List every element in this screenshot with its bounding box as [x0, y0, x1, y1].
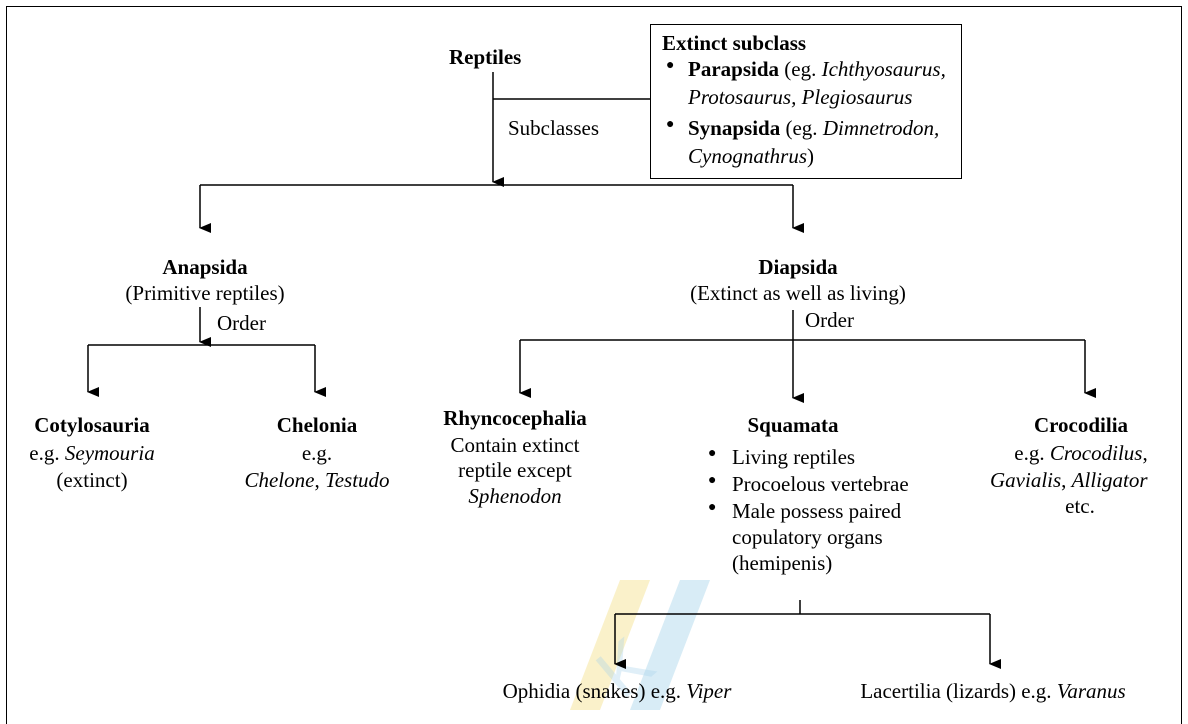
crocodilia-examples-1: e.g. Crocodilus, [1014, 441, 1148, 465]
cotylosauria-example: e.g. Seymouria [29, 441, 155, 465]
bullet-icon: ● [666, 58, 675, 73]
cotylosauria-node: Cotylosauria [34, 413, 150, 437]
rhyncocephalia-example: Sphenodon [468, 484, 562, 508]
bullet-icon: ● [708, 500, 717, 515]
squamata-point-3-cont: copulatory organs [732, 525, 883, 549]
ophidia-node: Ophidia (snakes) e.g. Viper [502, 679, 732, 703]
anapsida-description: (Primitive reptiles) [125, 281, 285, 305]
subclasses-label: Subclasses [508, 116, 599, 140]
crocodilia-examples-2: Gavialis, Alligator [990, 468, 1148, 492]
squamata-point-1: Living reptiles [732, 445, 856, 469]
extinct-item-synapsida: Synapsida (eg. Dimnetrodon, [688, 116, 940, 140]
rhyncocephalia-line-1: Contain extinct [450, 433, 580, 457]
root-node-reptiles: Reptiles [449, 45, 522, 69]
squamata-point-3-cont-2: (hemipenis) [732, 551, 833, 575]
cotylosauria-note: (extinct) [56, 468, 128, 492]
crocodilia-node: Crocodilia [1033, 413, 1129, 437]
anapsida-node: Anapsida [162, 255, 248, 279]
squamata-point-2: Procoelous vertebrae [732, 472, 909, 496]
extinct-item-parapsida: Parapsida (eg. Ichthyosaurus, [688, 57, 946, 81]
chelonia-eg: e.g. [301, 441, 333, 465]
rhyncocephalia-node: Rhyncocephalia [443, 406, 587, 430]
chelonia-node: Chelonia [276, 413, 358, 437]
extinct-item-parapsida-examples: Protosaurus, Plegiosaurus [688, 85, 913, 109]
extinct-box-title: Extinct subclass [662, 31, 807, 55]
diapsida-description: (Extinct as well as living) [690, 281, 906, 305]
anapsida-order-label: Order [217, 311, 266, 335]
extinct-subclass-box [650, 24, 962, 179]
lacertilia-node: Lacertilia (lizards) e.g. Varanus [860, 679, 1126, 703]
extinct-item-synapsida-examples: Cynognathrus) [688, 144, 815, 168]
diapsida-node: Diapsida [758, 255, 838, 279]
chelonia-examples: Chelone, Testudo [244, 468, 390, 492]
diapsida-order-label: Order [805, 308, 854, 332]
squamata-node: Squamata [747, 413, 839, 437]
squamata-point-3: Male possess paired [732, 499, 902, 523]
rhyncocephalia-line-2: reptile except [458, 458, 572, 482]
diagram-frame [6, 6, 1182, 724]
crocodilia-etc: etc. [1065, 494, 1095, 518]
bullet-icon: ● [666, 117, 675, 132]
bullet-icon: ● [708, 473, 717, 488]
bullet-icon: ● [708, 446, 717, 461]
